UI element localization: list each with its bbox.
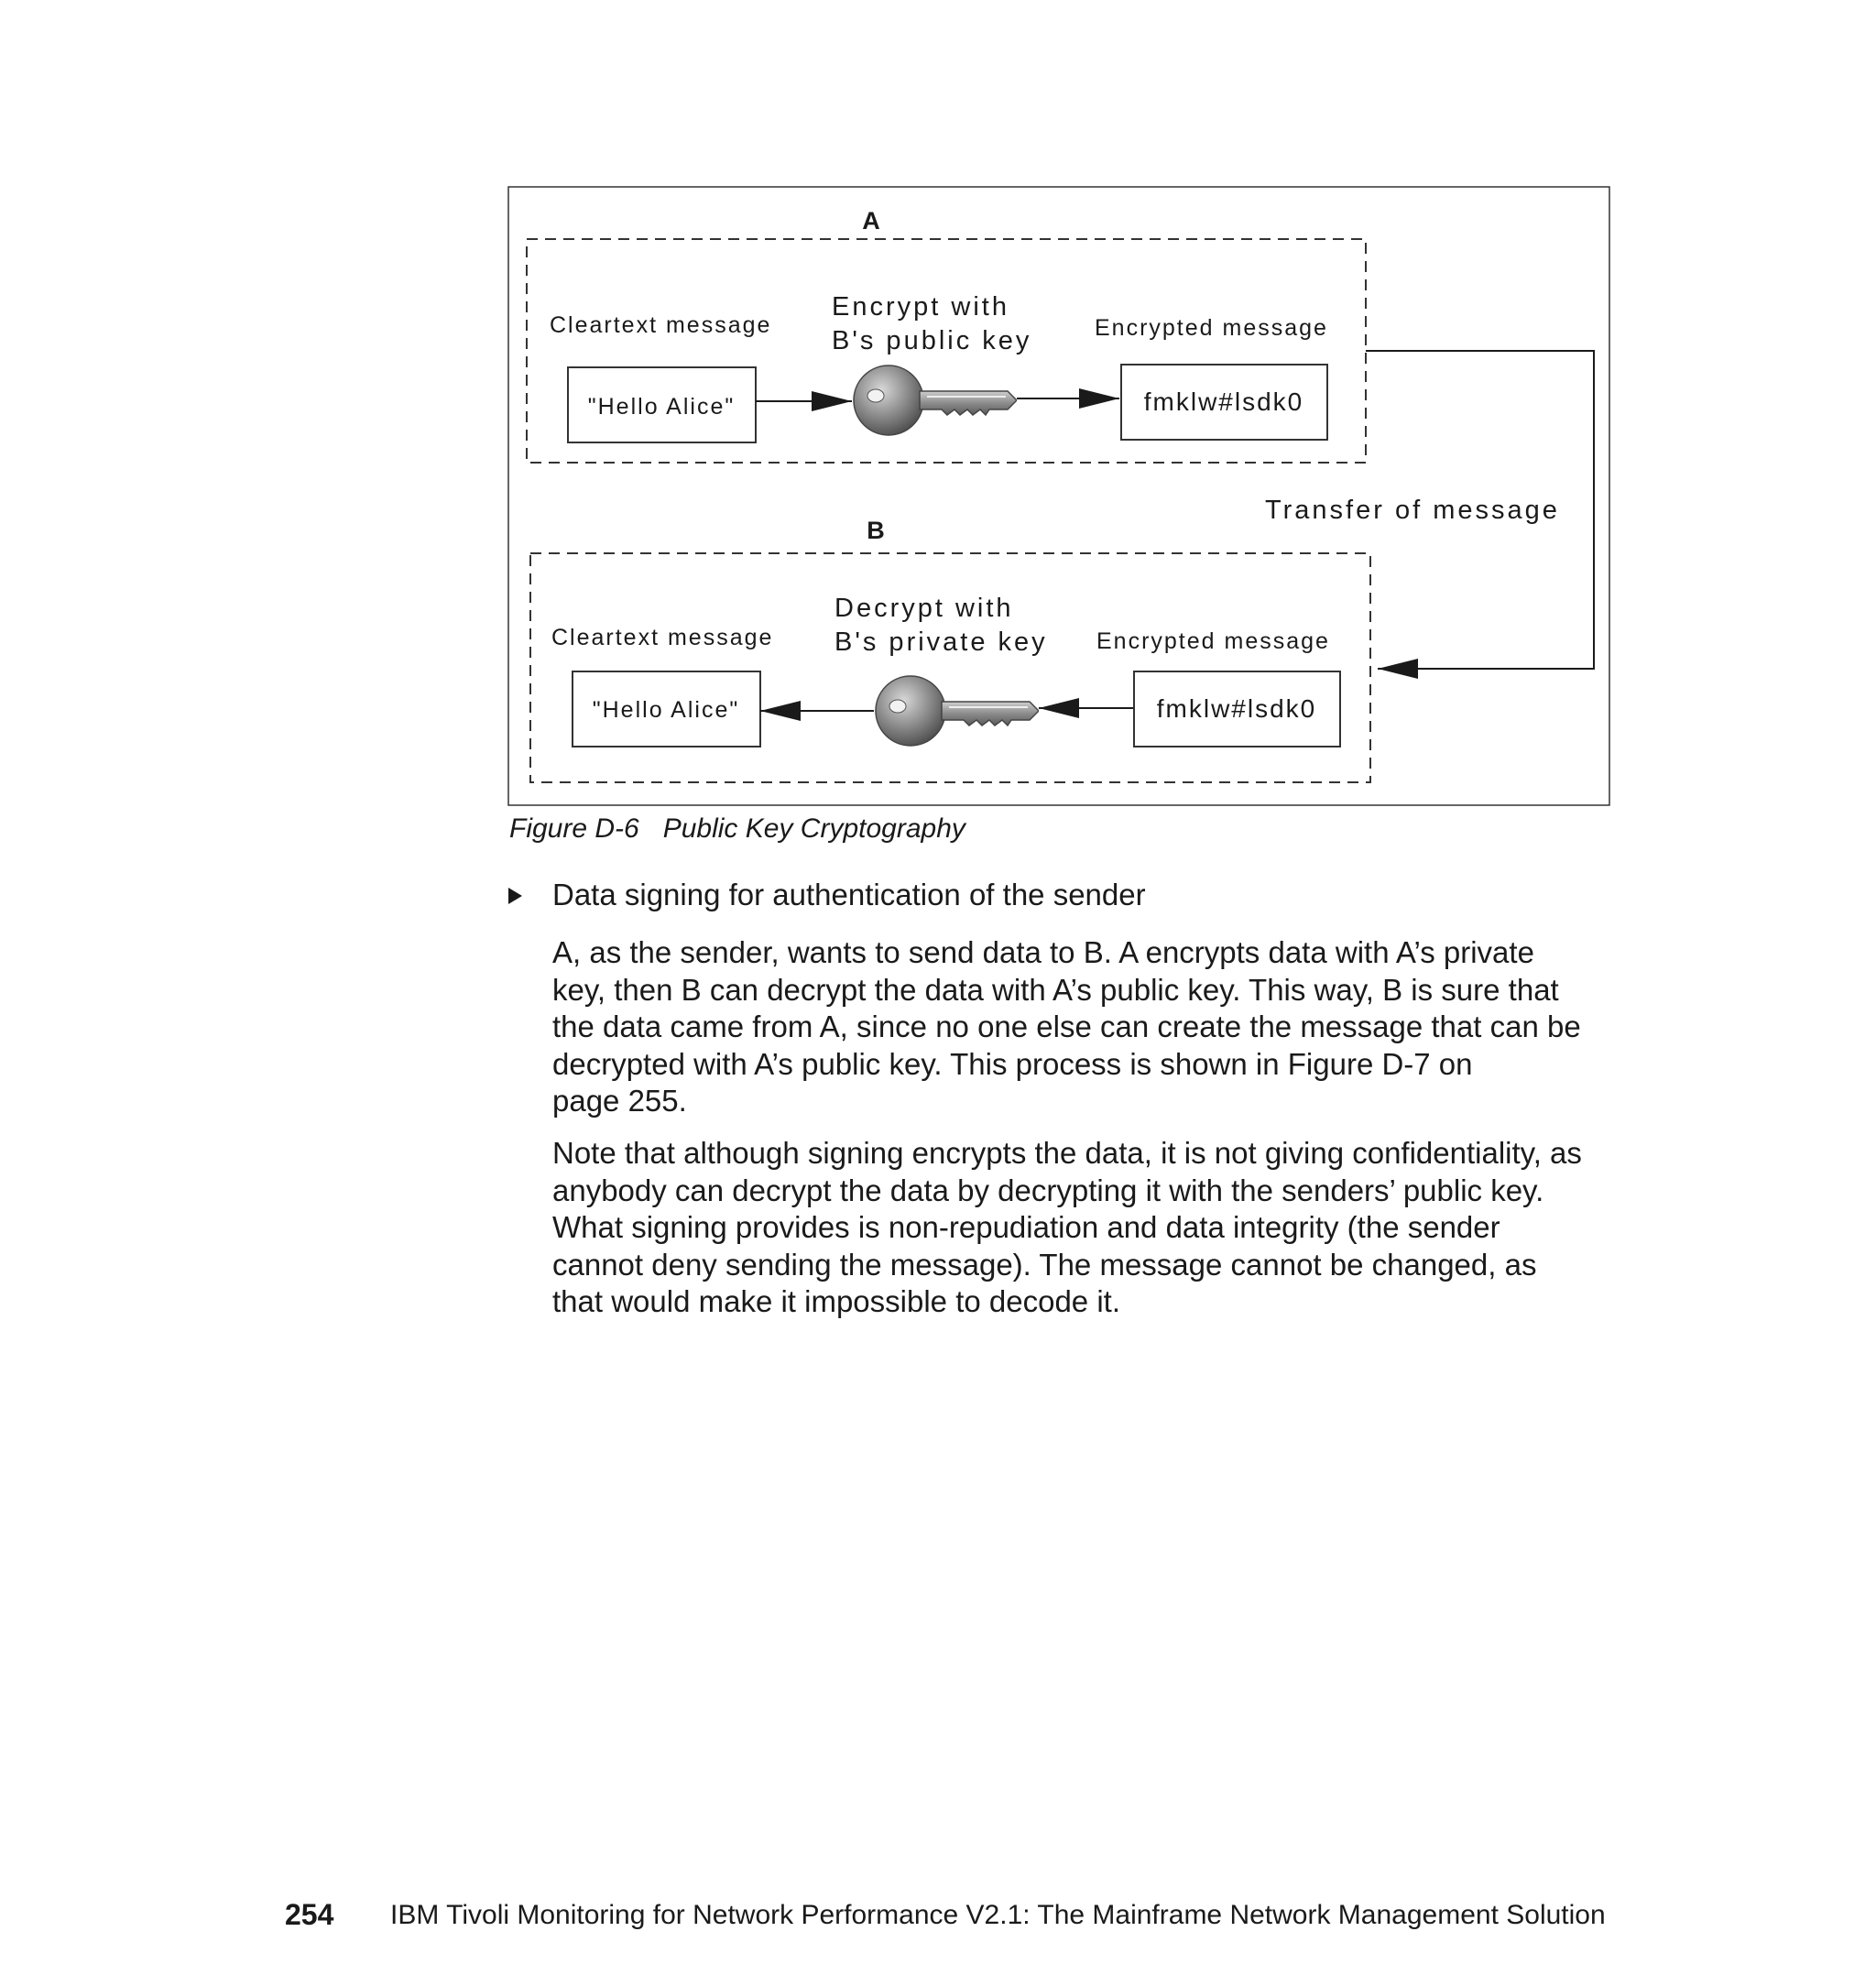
section-b-cleartext-message: "Hello Alice" [593,697,739,723]
figure-frame [507,186,1610,806]
paragraph-line: the data came from A, since no one else … [552,1009,1581,1044]
page-number: 254 [285,1898,334,1931]
bullet-triangle-icon [508,888,522,904]
bullet-title: Data signing for authentication of the s… [552,878,1146,911]
section-b-label: B [867,517,885,544]
section-b-dashed-box [529,552,1371,783]
transfer-connector-arrow [1366,350,1595,679]
book-title-footer: IBM Tivoli Monitoring for Network Perfor… [390,1900,1606,1930]
section-a-encrypted-value: fmklw#lsdk0 [1144,387,1303,416]
paragraph-line: Note that although signing encrypts the … [552,1136,1582,1170]
paragraph-line: that would make it impossible to decode … [552,1284,1120,1319]
transfer-label: Transfer of message [1265,496,1560,525]
section-a-encrypted-label: Encrypted message [1095,315,1328,341]
section-b-key-label-line1: Decrypt with [834,594,1014,623]
paragraph-line: anybody can decrypt the data by decrypti… [552,1173,1544,1207]
figure-caption: Figure D-6 Public Key Cryptography [509,813,965,845]
section-a-encrypted-box [1120,364,1328,441]
section-a-cleartext-message: "Hello Alice" [588,394,735,420]
section-a-cleartext-label: Cleartext message [550,312,771,338]
public-key-icon [853,365,1017,436]
paragraph-line: cannot deny sending the message). The me… [552,1247,1537,1282]
section-b-encrypted-label: Encrypted message [1096,628,1330,654]
paragraph-signing-note: Note that although signing encrypts the … [552,1135,1615,1321]
section-b-encrypted-value: fmklw#lsdk0 [1157,694,1316,723]
public-key-cryptography-figure: A Cleartext message "Hello Alice" Encryp… [507,186,1610,809]
section-a-key-label-line1: Encrypt with [832,292,1009,322]
paragraph-line: A, as the sender, wants to send data to … [552,935,1534,969]
paragraph-line: key, then B can decrypt the data with A’… [552,972,1559,1007]
section-a-key-label-line2: B's public key [832,326,1031,355]
paragraph-signing-description: A, as the sender, wants to send data to … [552,934,1615,1120]
figure-diagram: A Cleartext message "Hello Alice" Encryp… [507,186,1610,806]
figure-caption-number: Figure D-6 [509,813,639,844]
private-key-icon [875,675,1039,747]
paragraph-line: page 255. [552,1084,687,1118]
section-b-key-label-line2: B's private key [834,627,1048,657]
section-a-label: A [862,207,880,235]
section-a-cleartext-box [567,366,757,443]
section-b-cleartext-label: Cleartext message [551,625,773,650]
paragraph-line: What signing provides is non-repudiation… [552,1210,1500,1245]
paragraph-line: decrypted with A’s public key. This proc… [552,1046,1473,1081]
figure-caption-title: Public Key Cryptography [662,813,965,844]
section-b-encrypted-box [1133,671,1341,747]
